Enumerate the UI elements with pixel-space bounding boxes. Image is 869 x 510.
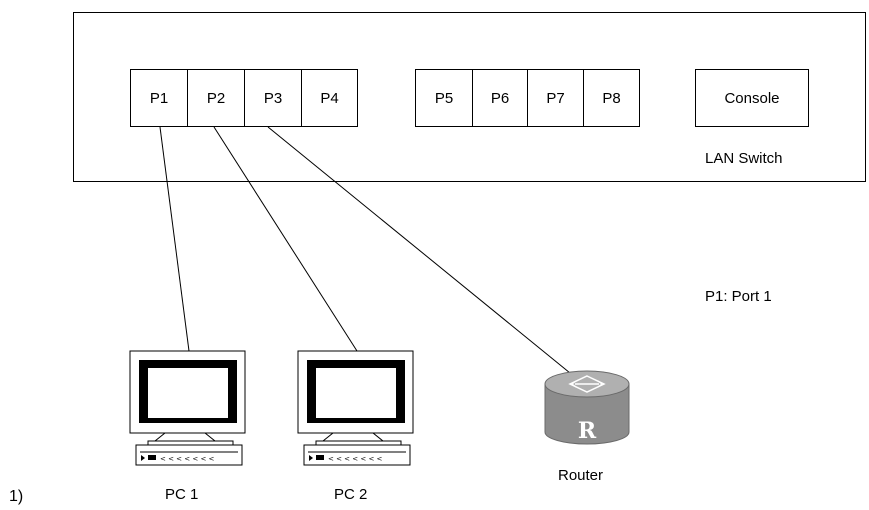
link-p2-pc2 [213, 126, 358, 352]
link-p1-pc1 [159, 126, 190, 352]
router-mark: R [578, 418, 597, 444]
svg-text:< < < < < < <: < < < < < < < [328, 455, 383, 463]
pc2-label: PC 2 [334, 486, 368, 503]
lan-switch-frame [73, 12, 866, 182]
port-p5-label: P5 [434, 89, 454, 107]
pc2-computer-icon: < < < < < < < [297, 350, 414, 466]
svg-text:< < < < < < <: < < < < < < < [160, 455, 215, 463]
lan-switch-label: LAN Switch [705, 150, 783, 167]
port-p2-label: P2 [206, 89, 226, 107]
port-p4: P4 [301, 69, 358, 127]
link-p3-router [267, 126, 571, 374]
port-p8-label: P8 [602, 89, 621, 107]
router-label: Router [558, 467, 604, 484]
port-p1: P1 [130, 69, 188, 127]
port-p8: P8 [583, 69, 640, 127]
figure-number: 1) [9, 488, 24, 505]
console-port: Console [695, 69, 809, 127]
router-icon: R [544, 370, 630, 445]
console-port-label: Console [724, 89, 780, 107]
port-p7-label: P7 [546, 89, 565, 107]
port-p4-label: P4 [320, 89, 339, 107]
port-p3-label: P3 [263, 89, 283, 107]
port-p3: P3 [244, 69, 302, 127]
pc1-computer-icon: < < < < < < < [129, 350, 246, 466]
port-p1-label: P1 [149, 89, 169, 107]
port-legend: P1: Port 1 [705, 288, 772, 305]
pc1-label: PC 1 [165, 486, 199, 503]
port-p2: P2 [187, 69, 245, 127]
port-p6-label: P6 [490, 89, 510, 107]
